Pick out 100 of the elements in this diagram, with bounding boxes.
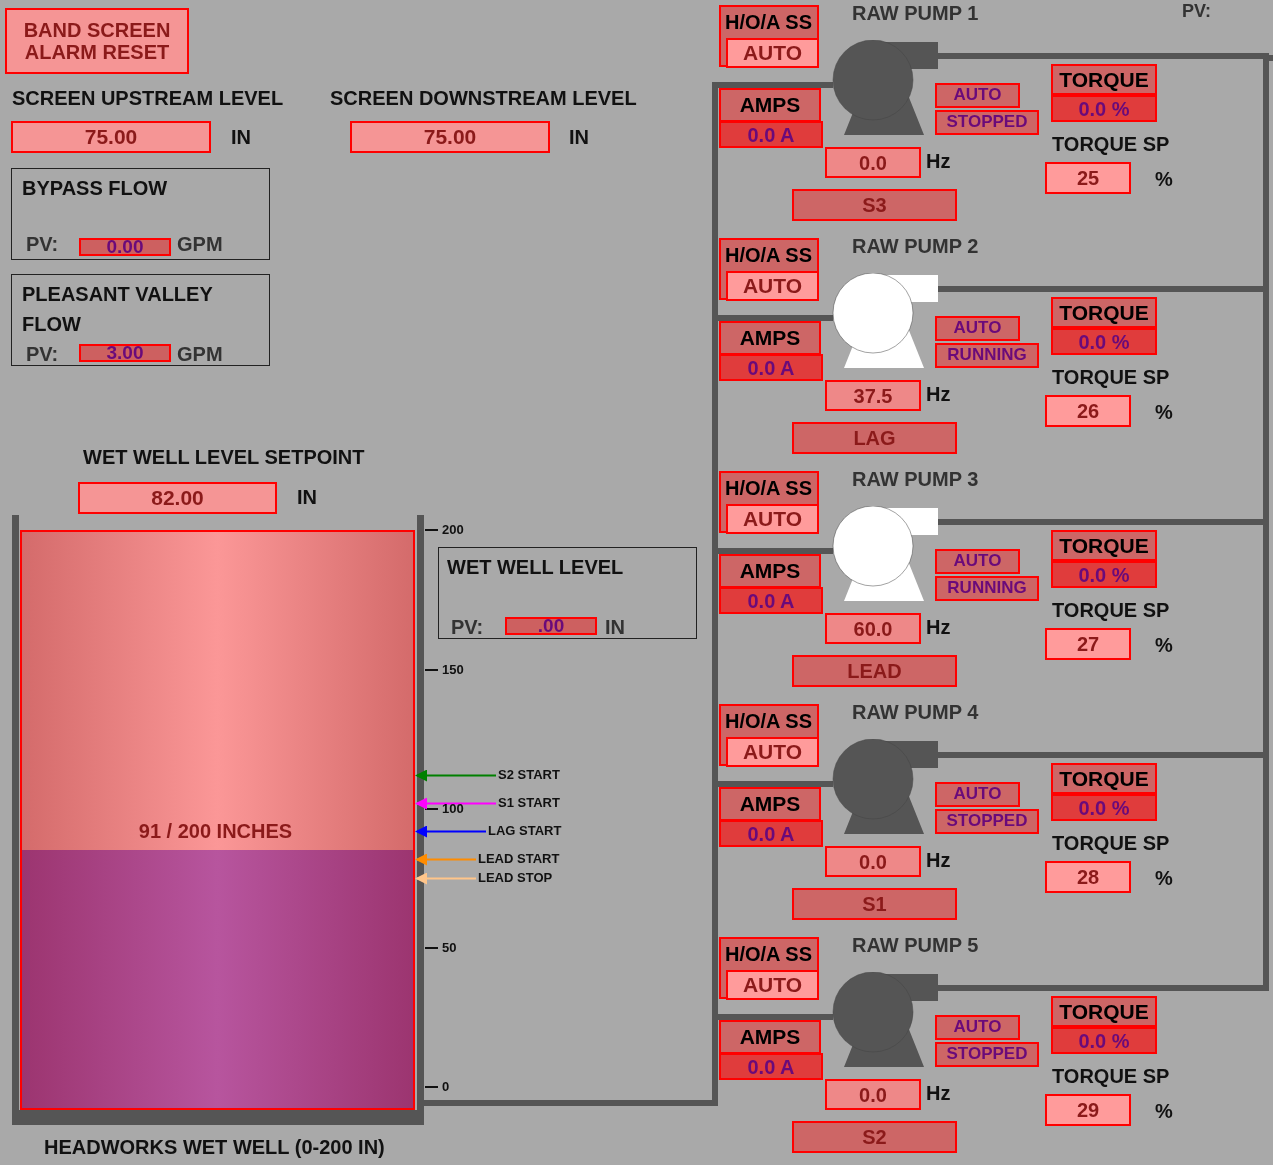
mode-display: AUTO: [726, 271, 819, 301]
setpoint-field: 28: [1045, 861, 1131, 893]
caption-label: Hz: [926, 1082, 951, 1105]
scale-value: 200: [442, 522, 464, 537]
value-display: 0.0 %: [1051, 794, 1157, 821]
scale-value: 150: [442, 662, 464, 677]
mode-display: AUTO: [935, 1015, 1020, 1040]
caption-label: WET WELL LEVEL SETPOINT: [83, 446, 365, 469]
role-display: LEAD: [792, 655, 957, 687]
mode-display: AUTO: [935, 316, 1020, 341]
level-arrow: [415, 769, 497, 782]
unit-label: GPM: [177, 343, 223, 366]
level-marker-label: S1 START: [498, 795, 560, 812]
reset-button: BAND SCREEN ALARM RESET: [5, 8, 189, 74]
level-arrow: [415, 825, 487, 838]
unit-label: IN: [605, 616, 625, 639]
setpoint-field: 75.00: [11, 121, 211, 153]
unit-label: GPM: [177, 233, 223, 256]
pump-drawing: [830, 506, 938, 601]
caption-label: HEADWORKS WET WELL (0-200 IN): [44, 1136, 385, 1159]
panel-title: BYPASS FLOW: [22, 176, 169, 201]
value-display: 0.0 A: [719, 121, 823, 148]
caption-label: RAW PUMP 2: [852, 235, 979, 258]
mode-display: AUTO: [726, 737, 819, 767]
mode-display: AUTO: [935, 782, 1020, 807]
value-display: .00: [505, 617, 597, 635]
caption-label: RAW PUMP 4: [852, 701, 979, 724]
unit-label: IN: [231, 126, 251, 149]
field-label: PV:: [26, 343, 59, 366]
value-display: 0.0 A: [719, 587, 823, 614]
field-label: PV:: [451, 616, 484, 639]
selector-panel: [719, 471, 819, 533]
setpoint-field: 26: [1045, 395, 1131, 427]
selector-title: H/O/A SS: [725, 477, 813, 500]
selector-title: H/O/A SS: [725, 943, 813, 966]
role-display: S1: [792, 888, 957, 920]
header-display: TORQUE: [1051, 996, 1157, 1027]
header-display: TORQUE: [1051, 297, 1157, 328]
readout-panel: [438, 547, 697, 639]
caption-label: Hz: [926, 849, 951, 872]
level-marker-label: LAG START: [488, 823, 562, 840]
caption-label: SCREEN DOWNSTREAM LEVEL: [330, 87, 637, 110]
selector-panel: [719, 238, 819, 300]
role-display: S3: [792, 189, 957, 221]
caption-label: SCREEN UPSTREAM LEVEL: [12, 87, 284, 110]
value-display: 0.0 %: [1051, 328, 1157, 355]
status-display: STOPPED: [935, 1042, 1039, 1067]
speed-display: 0.0: [825, 147, 921, 178]
selector-title: H/O/A SS: [725, 244, 813, 267]
selector-title: H/O/A SS: [725, 11, 813, 34]
caption-label: Hz: [926, 616, 951, 639]
mode-display: AUTO: [935, 549, 1020, 574]
caption-label: TORQUE SP: [1052, 133, 1170, 156]
scale-value: 100: [442, 801, 464, 816]
caption-label: TORQUE SP: [1052, 366, 1170, 389]
header-display: TORQUE: [1051, 763, 1157, 794]
status-display: RUNNING: [935, 343, 1039, 368]
scale-value: 50: [442, 940, 457, 955]
speed-display: 37.5: [825, 380, 921, 411]
level-marker-label: LEAD STOP: [478, 870, 553, 887]
caption-label: Hz: [926, 383, 951, 406]
status-display: STOPPED: [935, 809, 1039, 834]
status-display: STOPPED: [935, 110, 1039, 135]
selector-title: H/O/A SS: [725, 710, 813, 733]
field-label: PV:: [1182, 1, 1211, 22]
pump-drawing: [830, 972, 938, 1067]
level-arrow: [415, 853, 477, 866]
value-display: 0.0 %: [1051, 1027, 1157, 1054]
value-display: 0.0 A: [719, 1053, 823, 1080]
unit-label: IN: [297, 486, 317, 509]
unit-label: %: [1155, 168, 1173, 191]
caption-label: RAW PUMP 1: [852, 2, 979, 25]
pump-drawing: [830, 739, 938, 834]
value-display: 0.0 %: [1051, 561, 1157, 588]
level-arrow: [415, 872, 477, 885]
pipe: [424, 1014, 833, 1106]
header-display: TORQUE: [1051, 64, 1157, 95]
panel-title: WET WELL LEVEL: [447, 555, 625, 580]
mode-display: AUTO: [726, 970, 819, 1000]
value-display: 3.00: [79, 344, 171, 362]
field-label: PV:: [26, 233, 59, 256]
scale-value: 0: [442, 1079, 450, 1094]
panel-title: PLEASANT VALLEY FLOW: [22, 282, 214, 337]
setpoint-field: 75.00: [350, 121, 550, 153]
caption-label: RAW PUMP 3: [852, 468, 979, 491]
pump-drawing: [830, 40, 938, 135]
header-display: TORQUE: [1051, 530, 1157, 561]
caption-label: TORQUE SP: [1052, 1065, 1170, 1088]
value-display: 0.0 A: [719, 354, 823, 381]
level-marker-label: LEAD START: [478, 851, 560, 868]
header-display: AMPS: [719, 1020, 821, 1054]
mode-display: AUTO: [726, 504, 819, 534]
unit-label: %: [1155, 401, 1173, 424]
header-display: AMPS: [719, 321, 821, 355]
mode-display: AUTO: [935, 83, 1020, 108]
caption-label: TORQUE SP: [1052, 599, 1170, 622]
value-display: 0.0 A: [719, 820, 823, 847]
level-text: 91 / 200 INCHES: [137, 820, 294, 843]
header-display: AMPS: [719, 787, 821, 821]
setpoint-field: 25: [1045, 162, 1131, 194]
